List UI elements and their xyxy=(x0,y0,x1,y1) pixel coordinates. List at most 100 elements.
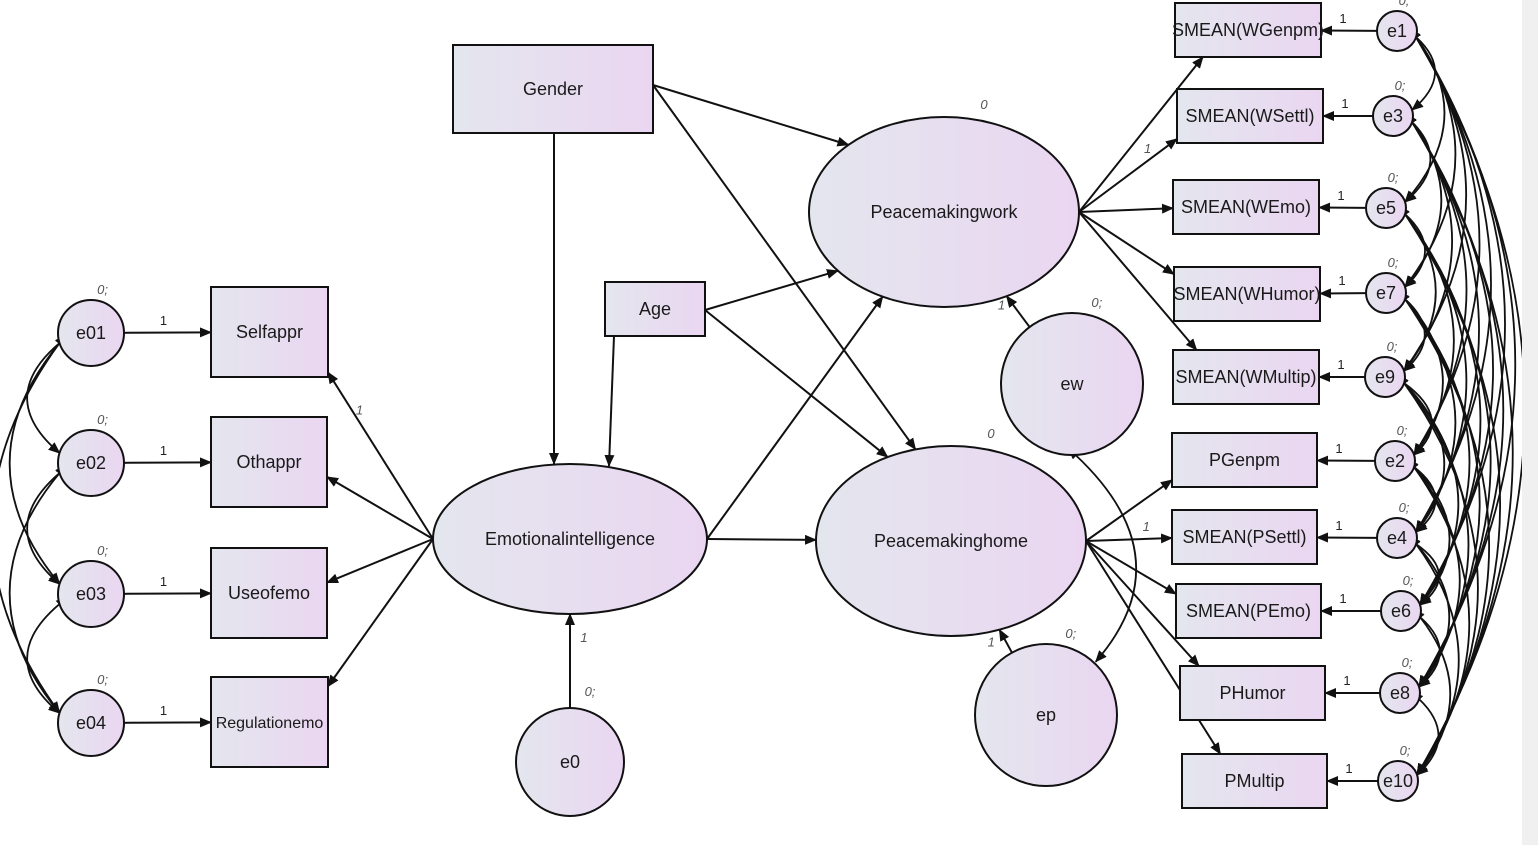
path-ep-to-ph[interactable] xyxy=(998,628,1013,654)
path-gender-to-ph[interactable] xyxy=(652,84,917,451)
error-term-shape[interactable] xyxy=(974,643,1118,787)
covariance-e4-e8[interactable] xyxy=(1408,535,1451,688)
observed-variable-wemo[interactable]: SMEAN(WEmo) xyxy=(1172,179,1320,235)
path-pw-to-wmultip[interactable] xyxy=(1078,211,1198,351)
observed-variable-shape[interactable] xyxy=(1171,432,1318,488)
error-term-e6[interactable]: e6 xyxy=(1380,590,1422,632)
observed-variable-shape[interactable] xyxy=(210,547,328,639)
observed-variable-shape[interactable] xyxy=(210,416,328,508)
covariance-e02-e04[interactable] xyxy=(8,464,67,714)
error-term-shape[interactable] xyxy=(1372,95,1414,137)
observed-variable-shape[interactable] xyxy=(604,281,706,337)
observed-variable-age[interactable]: Age xyxy=(604,281,706,337)
path-pw-to-wsettl[interactable] xyxy=(1078,138,1178,213)
path-ei-to-ph[interactable] xyxy=(706,534,818,545)
path-pw-to-wemo[interactable] xyxy=(1078,203,1174,214)
observed-variable-wsettl[interactable]: SMEAN(WSettl) xyxy=(1176,88,1324,144)
covariance-e01-e02[interactable] xyxy=(26,335,69,454)
error-term-e5[interactable]: e5 xyxy=(1365,187,1407,229)
observed-variable-shape[interactable] xyxy=(1172,179,1320,235)
error-term-e2[interactable]: e2 xyxy=(1374,440,1416,482)
path-gender-to-pw[interactable] xyxy=(652,84,850,147)
path-ph-to-psettl[interactable] xyxy=(1085,533,1173,544)
observed-variable-pgenpm[interactable]: PGenpm xyxy=(1171,432,1318,488)
latent-variable-pw[interactable]: Peacemakingwork xyxy=(808,116,1080,308)
error-term-ep[interactable]: ep xyxy=(974,643,1118,787)
observed-variable-gender[interactable]: Gender xyxy=(452,44,654,134)
observed-variable-pemo[interactable]: SMEAN(PEmo) xyxy=(1175,583,1322,639)
observed-variable-shape[interactable] xyxy=(1176,88,1324,144)
covariance-e01-e04[interactable] xyxy=(0,334,67,714)
latent-variable-ei[interactable]: Emotionalintelligence xyxy=(432,463,708,615)
error-term-shape[interactable] xyxy=(1000,312,1144,456)
path-pw-to-whumor[interactable] xyxy=(1078,211,1175,276)
observed-variable-shape[interactable] xyxy=(1175,583,1322,639)
observed-variable-wmultip[interactable]: SMEAN(WMultip) xyxy=(1172,349,1320,405)
observed-variable-psettl[interactable]: SMEAN(PSettl) xyxy=(1171,509,1318,565)
error-term-shape[interactable] xyxy=(515,707,625,817)
path-age-to-ph[interactable] xyxy=(704,309,889,458)
covariance-e03-e04[interactable] xyxy=(26,596,69,714)
observed-variable-shape[interactable] xyxy=(1171,509,1318,565)
latent-variable-shape[interactable] xyxy=(432,463,708,615)
observed-variable-shape[interactable] xyxy=(1172,349,1320,405)
path-pw-to-wgenpm[interactable] xyxy=(1078,56,1204,213)
error-term-e01[interactable]: e01 xyxy=(57,299,125,367)
path-ei-to-pw[interactable] xyxy=(706,295,884,540)
error-term-shape[interactable] xyxy=(1376,10,1418,52)
error-term-shape[interactable] xyxy=(57,560,125,628)
covariance-e8-e10[interactable] xyxy=(1411,691,1440,776)
covariance-e3-e5[interactable] xyxy=(1404,114,1432,203)
error-term-shape[interactable] xyxy=(1380,590,1422,632)
path-ei-to-othappr[interactable] xyxy=(326,475,434,540)
error-term-e3[interactable]: e3 xyxy=(1372,95,1414,137)
path-ew-to-pw[interactable] xyxy=(1005,295,1031,328)
path-ei-to-selfappr[interactable] xyxy=(327,371,434,540)
observed-variable-shape[interactable] xyxy=(1179,665,1326,721)
path-age-to-ei[interactable] xyxy=(604,335,615,467)
observed-variable-shape[interactable] xyxy=(210,286,329,378)
error-term-ew[interactable]: ew xyxy=(1000,312,1144,456)
observed-variable-selfappr[interactable]: Selfappr xyxy=(210,286,329,378)
path-ei-to-regulationemo[interactable] xyxy=(327,538,434,688)
error-term-e03[interactable]: e03 xyxy=(57,560,125,628)
observed-variable-wgenpm[interactable]: SMEAN(WGenpm) xyxy=(1172,2,1324,58)
latent-variable-shape[interactable] xyxy=(808,116,1080,308)
error-term-shape[interactable] xyxy=(1364,356,1406,398)
observed-variable-whumor[interactable]: SMEAN(WHumor) xyxy=(1173,266,1321,322)
path-ph-to-pemo[interactable] xyxy=(1085,540,1177,595)
error-term-e8[interactable]: e8 xyxy=(1379,672,1421,714)
vertical-scrollbar[interactable] xyxy=(1522,0,1538,845)
observed-variable-othappr[interactable]: Othappr xyxy=(210,416,328,508)
path-ph-to-pgenpm[interactable] xyxy=(1085,479,1173,542)
observed-variable-useofemo[interactable]: Useofemo xyxy=(210,547,328,639)
error-term-shape[interactable] xyxy=(57,299,125,367)
error-term-shape[interactable] xyxy=(57,429,125,497)
error-term-shape[interactable] xyxy=(1365,272,1407,314)
covariance-e2-e4[interactable] xyxy=(1405,460,1437,533)
path-age-to-pw[interactable] xyxy=(704,269,839,311)
observed-variable-regulationemo[interactable]: Regulationemo xyxy=(210,676,329,768)
error-term-shape[interactable] xyxy=(1374,440,1416,482)
observed-variable-pmultip[interactable]: PMultip xyxy=(1181,753,1328,809)
observed-variable-phumor[interactable]: PHumor xyxy=(1179,665,1326,721)
error-term-shape[interactable] xyxy=(1379,672,1421,714)
observed-variable-shape[interactable] xyxy=(1181,753,1328,809)
error-term-shape[interactable] xyxy=(1377,760,1419,802)
path-ph-to-phumor[interactable] xyxy=(1085,540,1200,667)
covariance-e02-e03[interactable] xyxy=(26,465,69,585)
covariance-e4-e10[interactable] xyxy=(1409,535,1460,776)
error-term-e10[interactable]: e10 xyxy=(1377,760,1419,802)
latent-variable-ph[interactable]: Peacemakinghome xyxy=(815,445,1087,637)
observed-variable-shape[interactable] xyxy=(1173,266,1321,322)
covariance-e5-e7[interactable] xyxy=(1396,206,1426,288)
error-term-e04[interactable]: e04 xyxy=(57,689,125,757)
error-term-e0[interactable]: e0 xyxy=(515,707,625,817)
covariance-ew-ep[interactable] xyxy=(1067,447,1137,663)
covariance-e6-e10[interactable] xyxy=(1413,608,1452,776)
error-term-e7[interactable]: e7 xyxy=(1365,272,1407,314)
error-term-shape[interactable] xyxy=(1376,517,1418,559)
observed-variable-shape[interactable] xyxy=(1174,2,1322,58)
error-term-shape[interactable] xyxy=(57,689,125,757)
error-term-e02[interactable]: e02 xyxy=(57,429,125,497)
